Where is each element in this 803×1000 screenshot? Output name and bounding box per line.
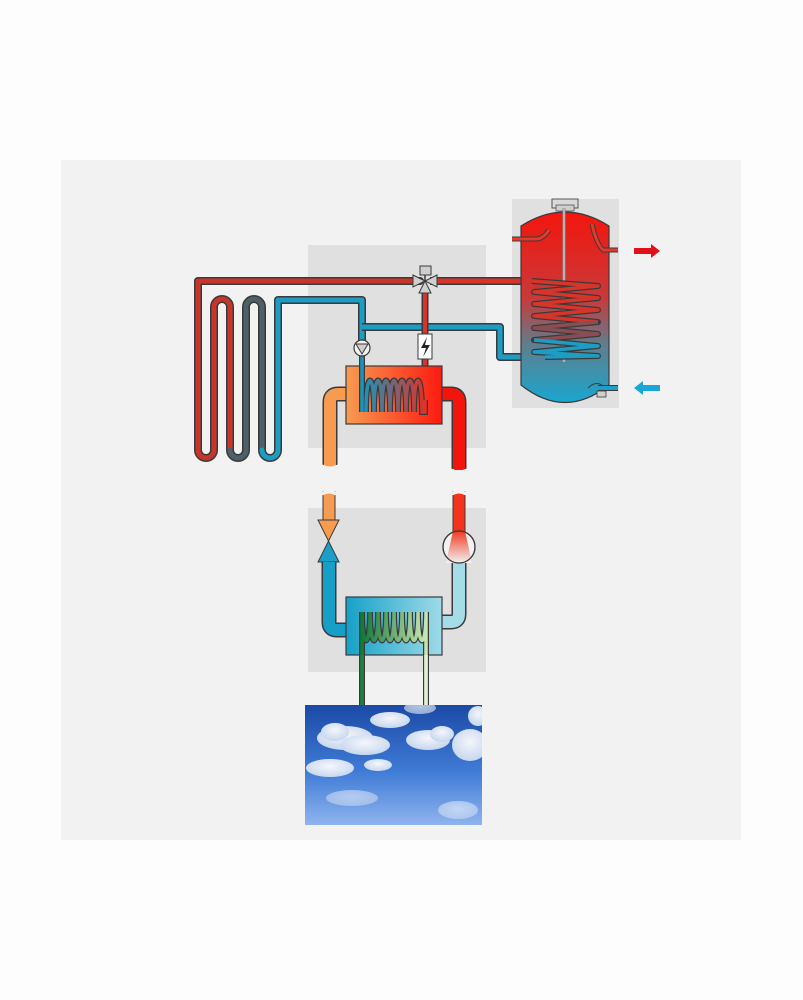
tank-coil	[531, 278, 601, 360]
evaporator-pipes	[321, 560, 467, 638]
arrow-left-icon	[634, 381, 660, 395]
sky-clouds-image	[305, 705, 482, 825]
pump	[353, 339, 371, 357]
compressor	[442, 530, 476, 564]
hot-gas-line	[451, 490, 467, 535]
floor-heating-coil	[194, 277, 424, 462]
electric-heater-lightning-icon	[417, 333, 433, 360]
domestic-hot-water-tank	[512, 198, 618, 403]
arrow-right-icon	[634, 244, 660, 258]
evaporator-heat-exchanger	[345, 596, 443, 705]
liquid-line	[321, 490, 337, 521]
three-way-valve	[412, 265, 438, 294]
